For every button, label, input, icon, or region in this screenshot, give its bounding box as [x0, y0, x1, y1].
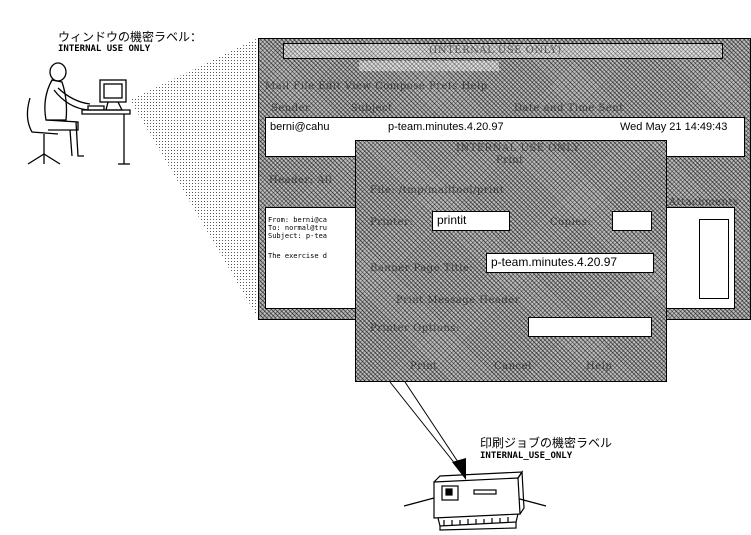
- printer-label: Printer:: [370, 217, 414, 228]
- cancel-button[interactable]: Cancel: [494, 361, 532, 372]
- printer-icon: [403, 470, 547, 531]
- mail-list-row-sender[interactable]: berni@cahu: [270, 121, 330, 133]
- workstation-user-icon: [26, 62, 131, 165]
- print-dialog-title-garbled: INTERNAL USE ONLY: [456, 143, 580, 154]
- mail-list-header: Sender Subject Date and Time Sent: [271, 103, 624, 114]
- mail-header-row-garbled: Header: All: [269, 175, 333, 186]
- message-scrollbar[interactable]: [699, 219, 729, 299]
- message-subject: Subject: p-tea: [268, 232, 328, 240]
- header-field[interactable]: p-team.minutes.4.20.97: [486, 253, 654, 273]
- mail-list-row-date[interactable]: Wed May 21 14:49:43: [620, 121, 728, 133]
- mail-window-title-garbled: (INTERNAL USE ONLY): [429, 45, 562, 56]
- copies-label: Copies:: [550, 217, 592, 228]
- window-label-title: ウィンドウの機密ラベル：: [58, 30, 203, 44]
- print-line-1: [389, 381, 461, 471]
- printer-field[interactable]: printit: [432, 211, 510, 231]
- print-button[interactable]: Print: [410, 361, 438, 372]
- mail-window-subbar: [359, 61, 499, 71]
- print-options-field[interactable]: [528, 317, 652, 337]
- print-dialog-file-garbled: File: /tmp/mailtool/print: [370, 185, 505, 196]
- message-to: To: normal@tru: [268, 224, 328, 232]
- mail-list-row-subject[interactable]: p-team.minutes.4.20.97: [388, 121, 504, 133]
- print-options-label-garbled: Printer Options:: [370, 323, 460, 334]
- message-body: The exercise d: [268, 252, 328, 260]
- message-from: From: berni@ca: [268, 216, 328, 224]
- header-label: Banner Page Title:: [370, 263, 474, 274]
- print-dialog: INTERNAL USE ONLY Print File: /tmp/mailt…: [355, 140, 667, 382]
- print-line-2: [404, 381, 463, 469]
- print-label-title: 印刷ジョブの機密ラベル: [480, 436, 613, 450]
- window-label-value: INTERNAL USE ONLY: [58, 44, 151, 54]
- mail-window-menubar[interactable]: Mail File Edit View Compose Prefs Help: [265, 81, 488, 92]
- help-button[interactable]: Help: [586, 361, 613, 372]
- view-beam: [130, 38, 258, 318]
- copies-field[interactable]: [612, 211, 652, 231]
- print-label-value: INTERNAL_USE_ONLY: [480, 451, 573, 461]
- mail-right-garbled: Attachments: [669, 197, 739, 208]
- mail-window-titlebar: [283, 43, 723, 59]
- print-dialog-subtitle-garbled: Print: [496, 155, 524, 166]
- print-option-checkbox-garbled[interactable]: Print Message Header: [396, 295, 520, 306]
